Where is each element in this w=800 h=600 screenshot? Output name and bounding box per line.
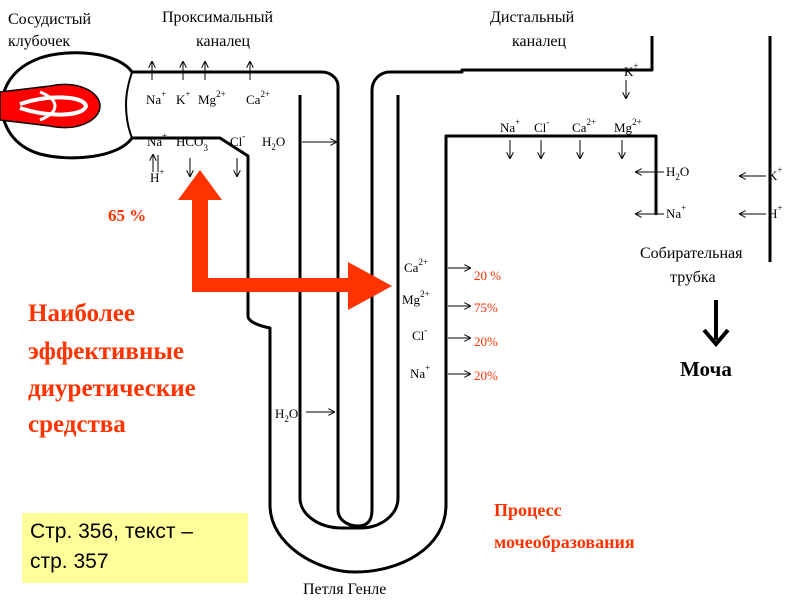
- ion-na-distal-2: Na+: [666, 203, 686, 221]
- glomerulus-label-2: клубочек: [8, 33, 70, 50]
- pct-mg: 75%: [474, 300, 498, 315]
- glomerulus: [0, 51, 134, 160]
- page-reference-line-1: Стр. 356, текст –: [30, 520, 193, 543]
- distal-label-2: каналец: [512, 33, 567, 50]
- ion-mg-distal: Mg2+: [614, 117, 642, 135]
- pct-na: 20%: [474, 368, 498, 383]
- proximal-label-2: каналец: [196, 33, 251, 50]
- down-arrow-icon: [702, 328, 730, 348]
- ion-cl-bottom: Cl-: [230, 131, 245, 149]
- distal-label-1: Дистальный: [490, 9, 575, 26]
- loop-label: Петля Генле: [303, 581, 386, 598]
- ion-hco3: HCO3-: [176, 131, 208, 153]
- ion-ca-top: Ca2+: [246, 89, 270, 107]
- tubule-walls: [132, 36, 772, 574]
- urine-label: Моча: [680, 357, 732, 381]
- water-distal: H2O: [666, 164, 689, 182]
- pct-cl: 20%: [474, 334, 498, 349]
- ion-h-collecting: H+: [768, 203, 782, 221]
- proximal-reabsorption-row: Na+ HCO3- Cl- H2O H+: [147, 131, 336, 185]
- highlight-line-1: Наиболее: [28, 300, 135, 327]
- ion-ca-distal: Ca2+: [572, 117, 596, 135]
- ion-mg-loop: Mg2+: [402, 289, 430, 307]
- ion-k-top: K+: [176, 89, 190, 107]
- ion-na-distal: Na+: [500, 117, 520, 135]
- highlight-line-2: эффективные: [28, 338, 184, 365]
- ion-mg-top: Mg2+: [198, 89, 226, 107]
- highlight-line-3: диуретические: [28, 375, 196, 402]
- ion-na-loop: Na+: [410, 363, 430, 381]
- water-proximal: H2O: [262, 134, 285, 152]
- urine-output: Моча: [680, 300, 732, 381]
- collecting-label-2: трубка: [670, 269, 716, 286]
- water-loop: H2O: [275, 406, 298, 424]
- ion-k-collecting: K+: [768, 165, 782, 183]
- red-arrow: [178, 170, 392, 310]
- proximal-label-1: Проксимальный: [162, 9, 273, 26]
- loop-ions: Ca2+ 20 % Mg2+ 75% Cl- 20% Na+ 20% H2O: [275, 257, 501, 424]
- page-reference-line-2: стр. 357: [30, 550, 109, 573]
- pct-ca: 20 %: [474, 268, 501, 283]
- ion-k-distal: K+: [624, 61, 638, 79]
- highlight-line-4: средства: [28, 411, 126, 438]
- ion-ca-loop: Ca2+: [404, 257, 428, 275]
- ion-na-bottom: Na+: [147, 131, 167, 149]
- ion-h-proximal: H+: [150, 167, 164, 185]
- collecting-label-1: Собирательная: [640, 245, 743, 262]
- glomerulus-label-1: Сосудистый: [8, 11, 92, 28]
- proximal-secretion-row: Na+ K+ Mg2+ Ca2+: [146, 62, 270, 107]
- ion-cl-loop: Cl-: [412, 325, 427, 343]
- ion-cl-distal: Cl-: [534, 117, 549, 135]
- distal-ions: K+ Na+ Cl- Ca2+ Mg2+ H2O Na+ K+ H+: [500, 61, 782, 221]
- pct-proximal: 65 %: [108, 206, 146, 225]
- afferent-vessel: [0, 83, 101, 129]
- diuretic-target-arrow: [178, 170, 392, 310]
- page-reference-note: Стр. 356, текст – стр. 357: [22, 513, 248, 583]
- ion-na-top: Na+: [146, 89, 166, 107]
- process-line-1: Процесс: [494, 500, 562, 520]
- process-line-2: мочеобразования: [494, 532, 635, 552]
